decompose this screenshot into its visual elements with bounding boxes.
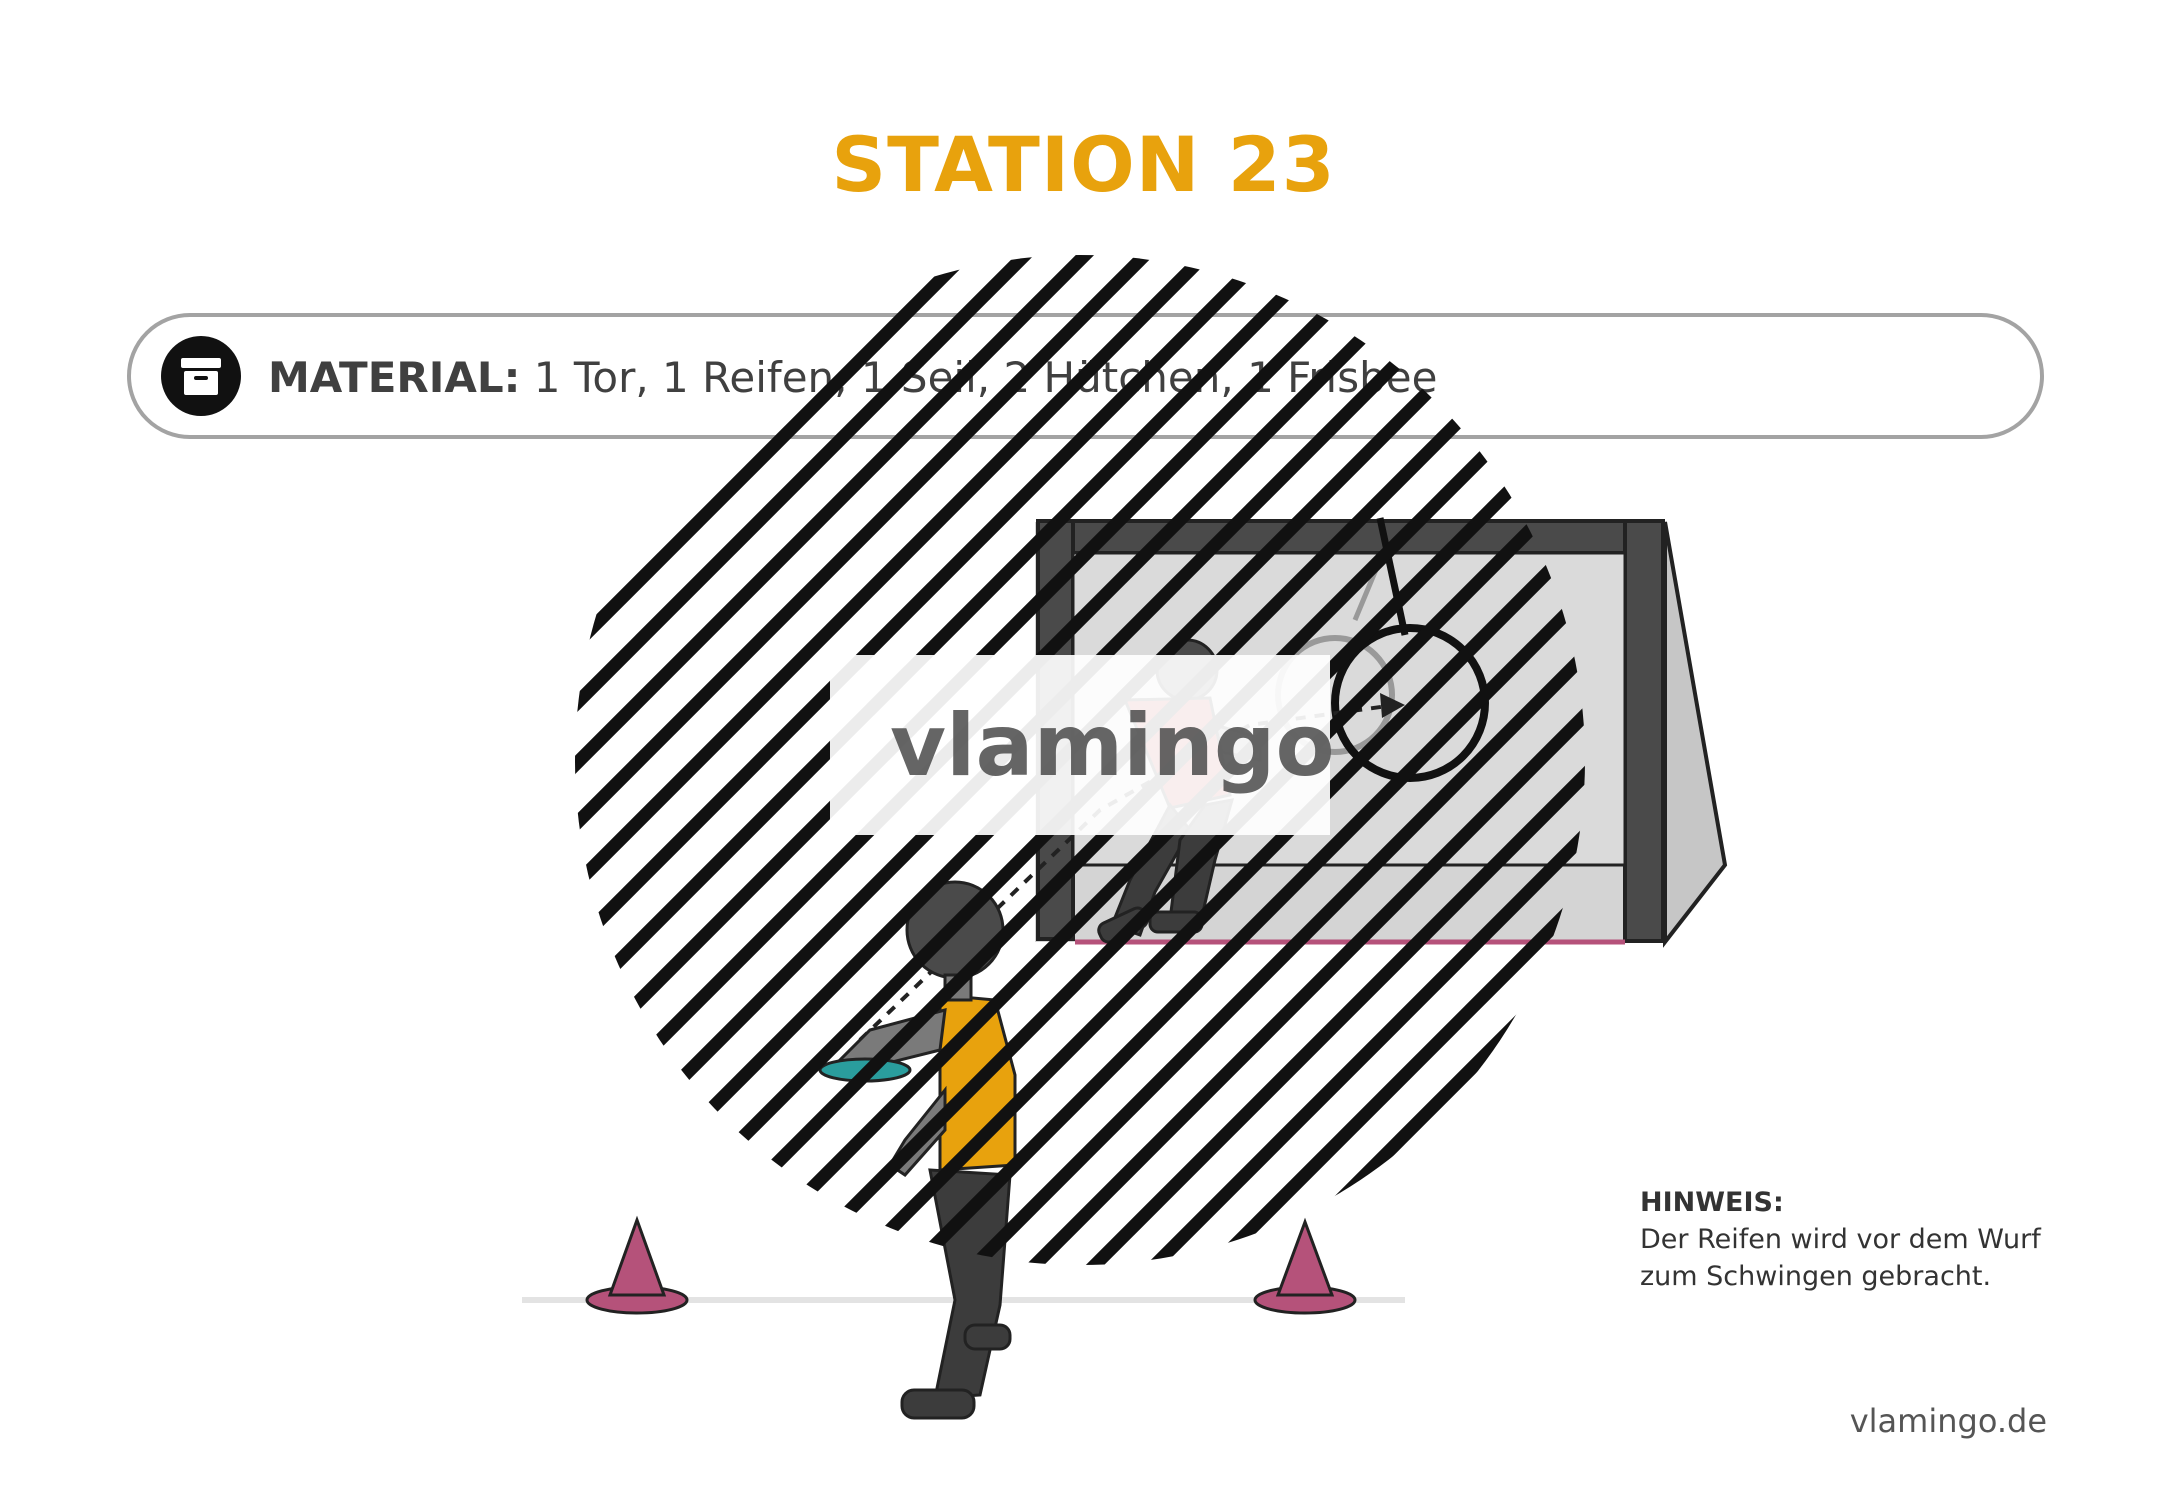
hint-line-1: Der Reifen wird vor dem Wurf xyxy=(1640,1224,2041,1255)
cone-left xyxy=(585,1215,689,1315)
watermark-label: vlamingo xyxy=(890,696,1335,796)
footer-link[interactable]: vlamingo.de xyxy=(1849,1402,2047,1440)
cone-right xyxy=(1253,1217,1357,1315)
hint-title: HINWEIS: xyxy=(1640,1187,1784,1218)
hint-line-2: zum Schwingen gebracht. xyxy=(1640,1261,1992,1292)
watermark-label-backdrop xyxy=(830,655,1330,835)
page-title: STATION 23 xyxy=(831,120,1336,209)
archive-box-icon xyxy=(161,336,241,416)
material-label: MATERIAL: xyxy=(268,353,521,402)
hint-box: HINWEIS: Der Reifen wird vor dem Wurf zu… xyxy=(1640,1184,2041,1295)
